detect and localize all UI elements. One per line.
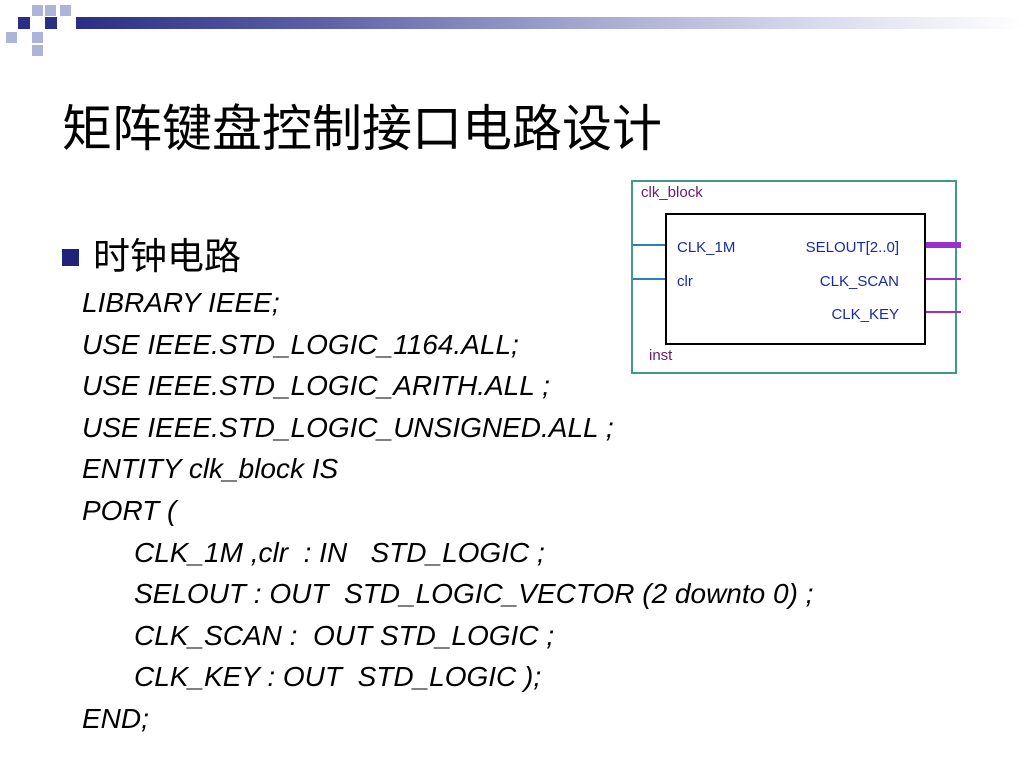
input-port-label: CLK_1M xyxy=(677,239,736,256)
square-bullet-icon xyxy=(62,248,79,266)
code-line: LIBRARY IEEE; xyxy=(82,287,280,318)
code-line: SELOUT : OUT STD_LOGIC_VECTOR (2 downto … xyxy=(134,578,814,610)
code-line: USE IEEE.STD_LOGIC_1164.ALL; xyxy=(82,328,519,360)
output-bus-line xyxy=(926,242,961,248)
output-port-label: CLK_KEY xyxy=(831,306,899,323)
code-line: END; xyxy=(82,702,149,734)
code-line: PORT ( xyxy=(82,494,177,526)
output-pin-line xyxy=(926,278,961,280)
input-port-label: clr xyxy=(677,273,693,290)
symbol-name: clk_block xyxy=(641,184,703,201)
output-port-label: CLK_SCAN xyxy=(819,273,899,290)
deco-square xyxy=(32,45,43,56)
deco-square xyxy=(45,5,56,16)
code-line: CLK_SCAN : OUT STD_LOGIC ; xyxy=(134,619,555,651)
slide-title: 矩阵键盘控制接口电路设计 xyxy=(62,100,662,158)
code-line: USE IEEE.STD_LOGIC_UNSIGNED.ALL ; xyxy=(82,411,614,443)
input-pin-line xyxy=(633,244,665,246)
input-pin-line xyxy=(633,278,665,280)
deco-square xyxy=(32,5,43,16)
section-label: 时钟电路 xyxy=(93,235,241,278)
output-port-label: SELOUT[2..0] xyxy=(805,239,899,256)
deco-square xyxy=(18,17,30,29)
code-line: CLK_1M ,clr : IN STD_LOGIC ; xyxy=(134,536,545,568)
instance-label: inst xyxy=(649,347,673,364)
deco-square xyxy=(6,32,17,43)
output-pin-line xyxy=(926,311,961,313)
code-block: LIBRARY IEEE; USE IEEE.STD_LOGIC_1164.AL… xyxy=(82,282,813,740)
deco-square xyxy=(32,32,43,43)
code-line: CLK_KEY : OUT STD_LOGIC ); xyxy=(134,661,542,693)
symbol-body: CLK_1M clr SELOUT[2..0] CLK_SCAN CLK_KEY xyxy=(665,213,926,345)
deco-square xyxy=(60,5,71,16)
header-gradient-bar xyxy=(76,17,1024,29)
deco-square xyxy=(45,17,57,29)
code-line: ENTITY clk_block IS xyxy=(82,453,339,485)
block-symbol: clk_block CLK_1M clr SELOUT[2..0] CLK_SC… xyxy=(631,180,961,374)
code-line: USE IEEE.STD_LOGIC_ARITH.ALL ; xyxy=(82,370,550,402)
section-heading: 时钟电路 xyxy=(62,234,241,280)
header-decoration xyxy=(0,0,80,60)
